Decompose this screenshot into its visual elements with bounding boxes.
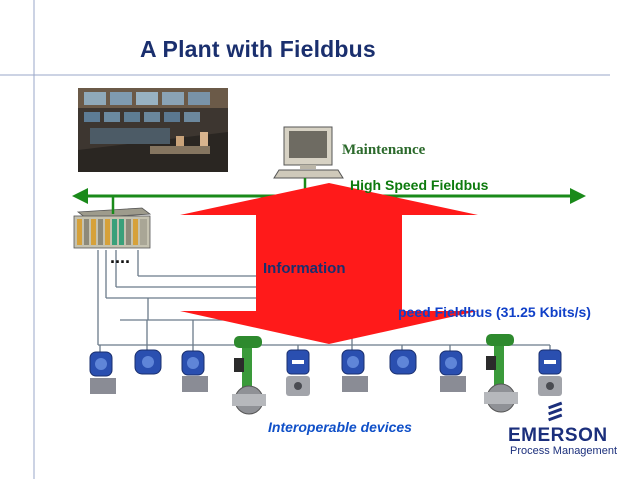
information-arrow bbox=[180, 183, 478, 344]
pressure-transmitter-2 bbox=[538, 349, 562, 396]
more-controllers-ellipsis: .... bbox=[110, 247, 131, 267]
transmitter-2 bbox=[134, 349, 162, 375]
plc-rack-icon bbox=[73, 207, 152, 249]
pressure-transmitter-1 bbox=[286, 349, 310, 396]
logo-brand-text: EMERSON bbox=[508, 425, 608, 446]
valve-2 bbox=[484, 334, 518, 413]
logo-subtitle-text: Process Management bbox=[510, 445, 617, 457]
control-room-photo bbox=[78, 88, 228, 172]
transmitter-4 bbox=[341, 349, 368, 392]
emerson-logo-mark bbox=[548, 401, 563, 422]
high-speed-fieldbus-label: High Speed Fieldbus bbox=[350, 177, 489, 193]
computer-icon bbox=[273, 126, 344, 179]
interoperable-devices-label: Interoperable devices bbox=[268, 419, 412, 435]
low-speed-fieldbus-label: peed Fieldbus (31.25 Kbits/s) bbox=[398, 304, 591, 320]
valve-1 bbox=[232, 336, 266, 415]
maintenance-label: Maintenance bbox=[342, 142, 426, 158]
slide-title: A Plant with Fieldbus bbox=[140, 36, 376, 62]
transmitter-6 bbox=[439, 350, 466, 392]
transmitter-5 bbox=[389, 349, 417, 375]
transmitter-3 bbox=[181, 350, 208, 392]
transmitter-1 bbox=[89, 351, 116, 394]
information-label: Information bbox=[263, 260, 346, 277]
